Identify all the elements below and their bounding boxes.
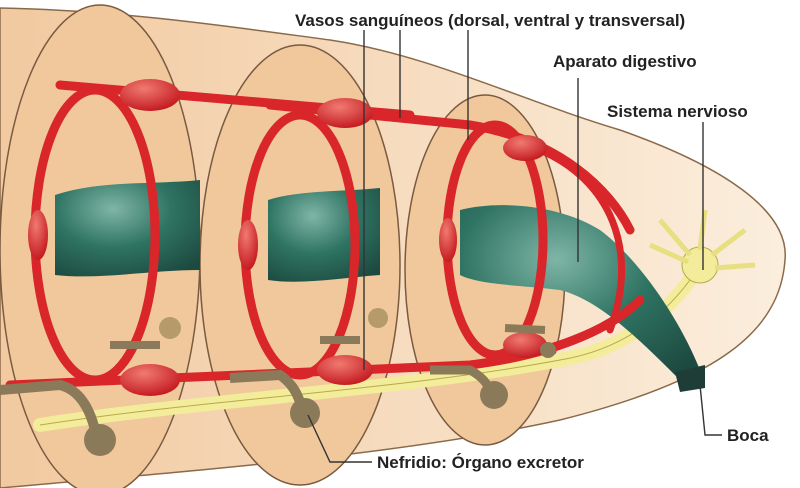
label-sistema-nervioso: Sistema nervioso: [607, 102, 748, 121]
mouth: [675, 365, 705, 392]
label-nefridio: Nefridio: Órgano excretor: [377, 453, 584, 472]
label-boca: Boca: [727, 426, 769, 445]
label-aparato-digestivo: Aparato digestivo: [553, 52, 697, 71]
leader-lines: [307, 30, 722, 463]
hearts: [28, 79, 547, 396]
label-vasos-sanguineos: Vasos sanguíneos (dorsal, ventral y tran…: [295, 11, 685, 30]
nephridia: [0, 308, 556, 456]
